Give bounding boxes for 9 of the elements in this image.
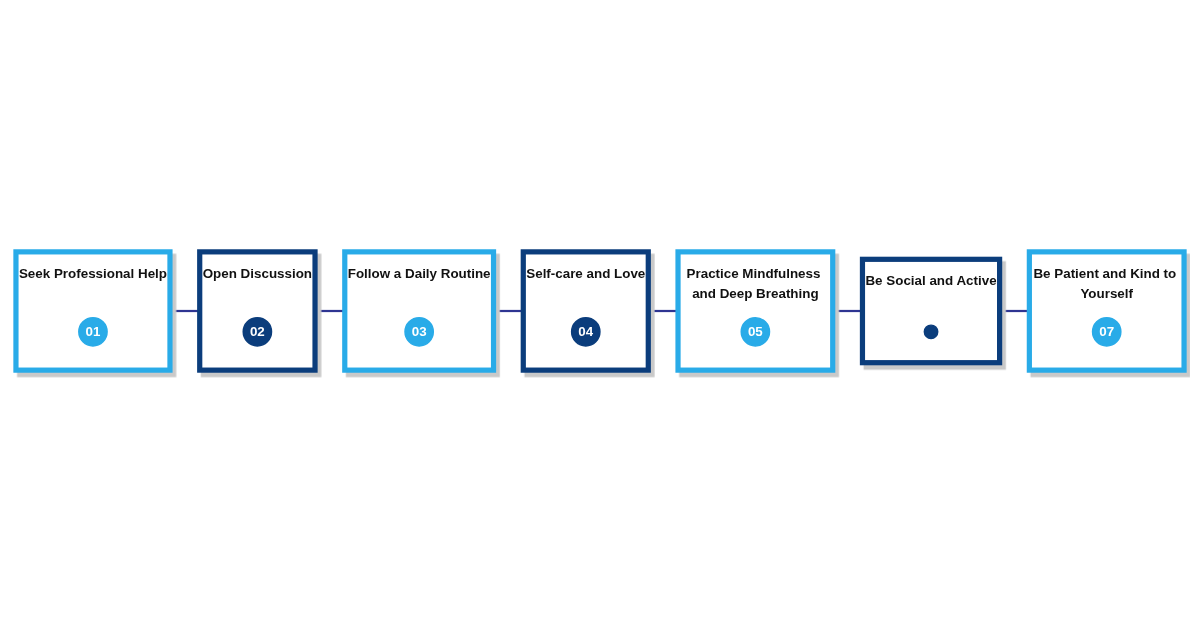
node-circle: 07 [1091, 316, 1122, 347]
node-circle: 04 [570, 316, 601, 347]
node-circle: 03 [404, 316, 435, 347]
cluster: Be Social and Active [859, 256, 1003, 366]
node-circle [923, 324, 939, 340]
node-circle: 01 [78, 316, 108, 347]
node-circle: 05 [740, 316, 771, 347]
connector [315, 309, 345, 313]
node-circle: 02 [242, 316, 273, 347]
